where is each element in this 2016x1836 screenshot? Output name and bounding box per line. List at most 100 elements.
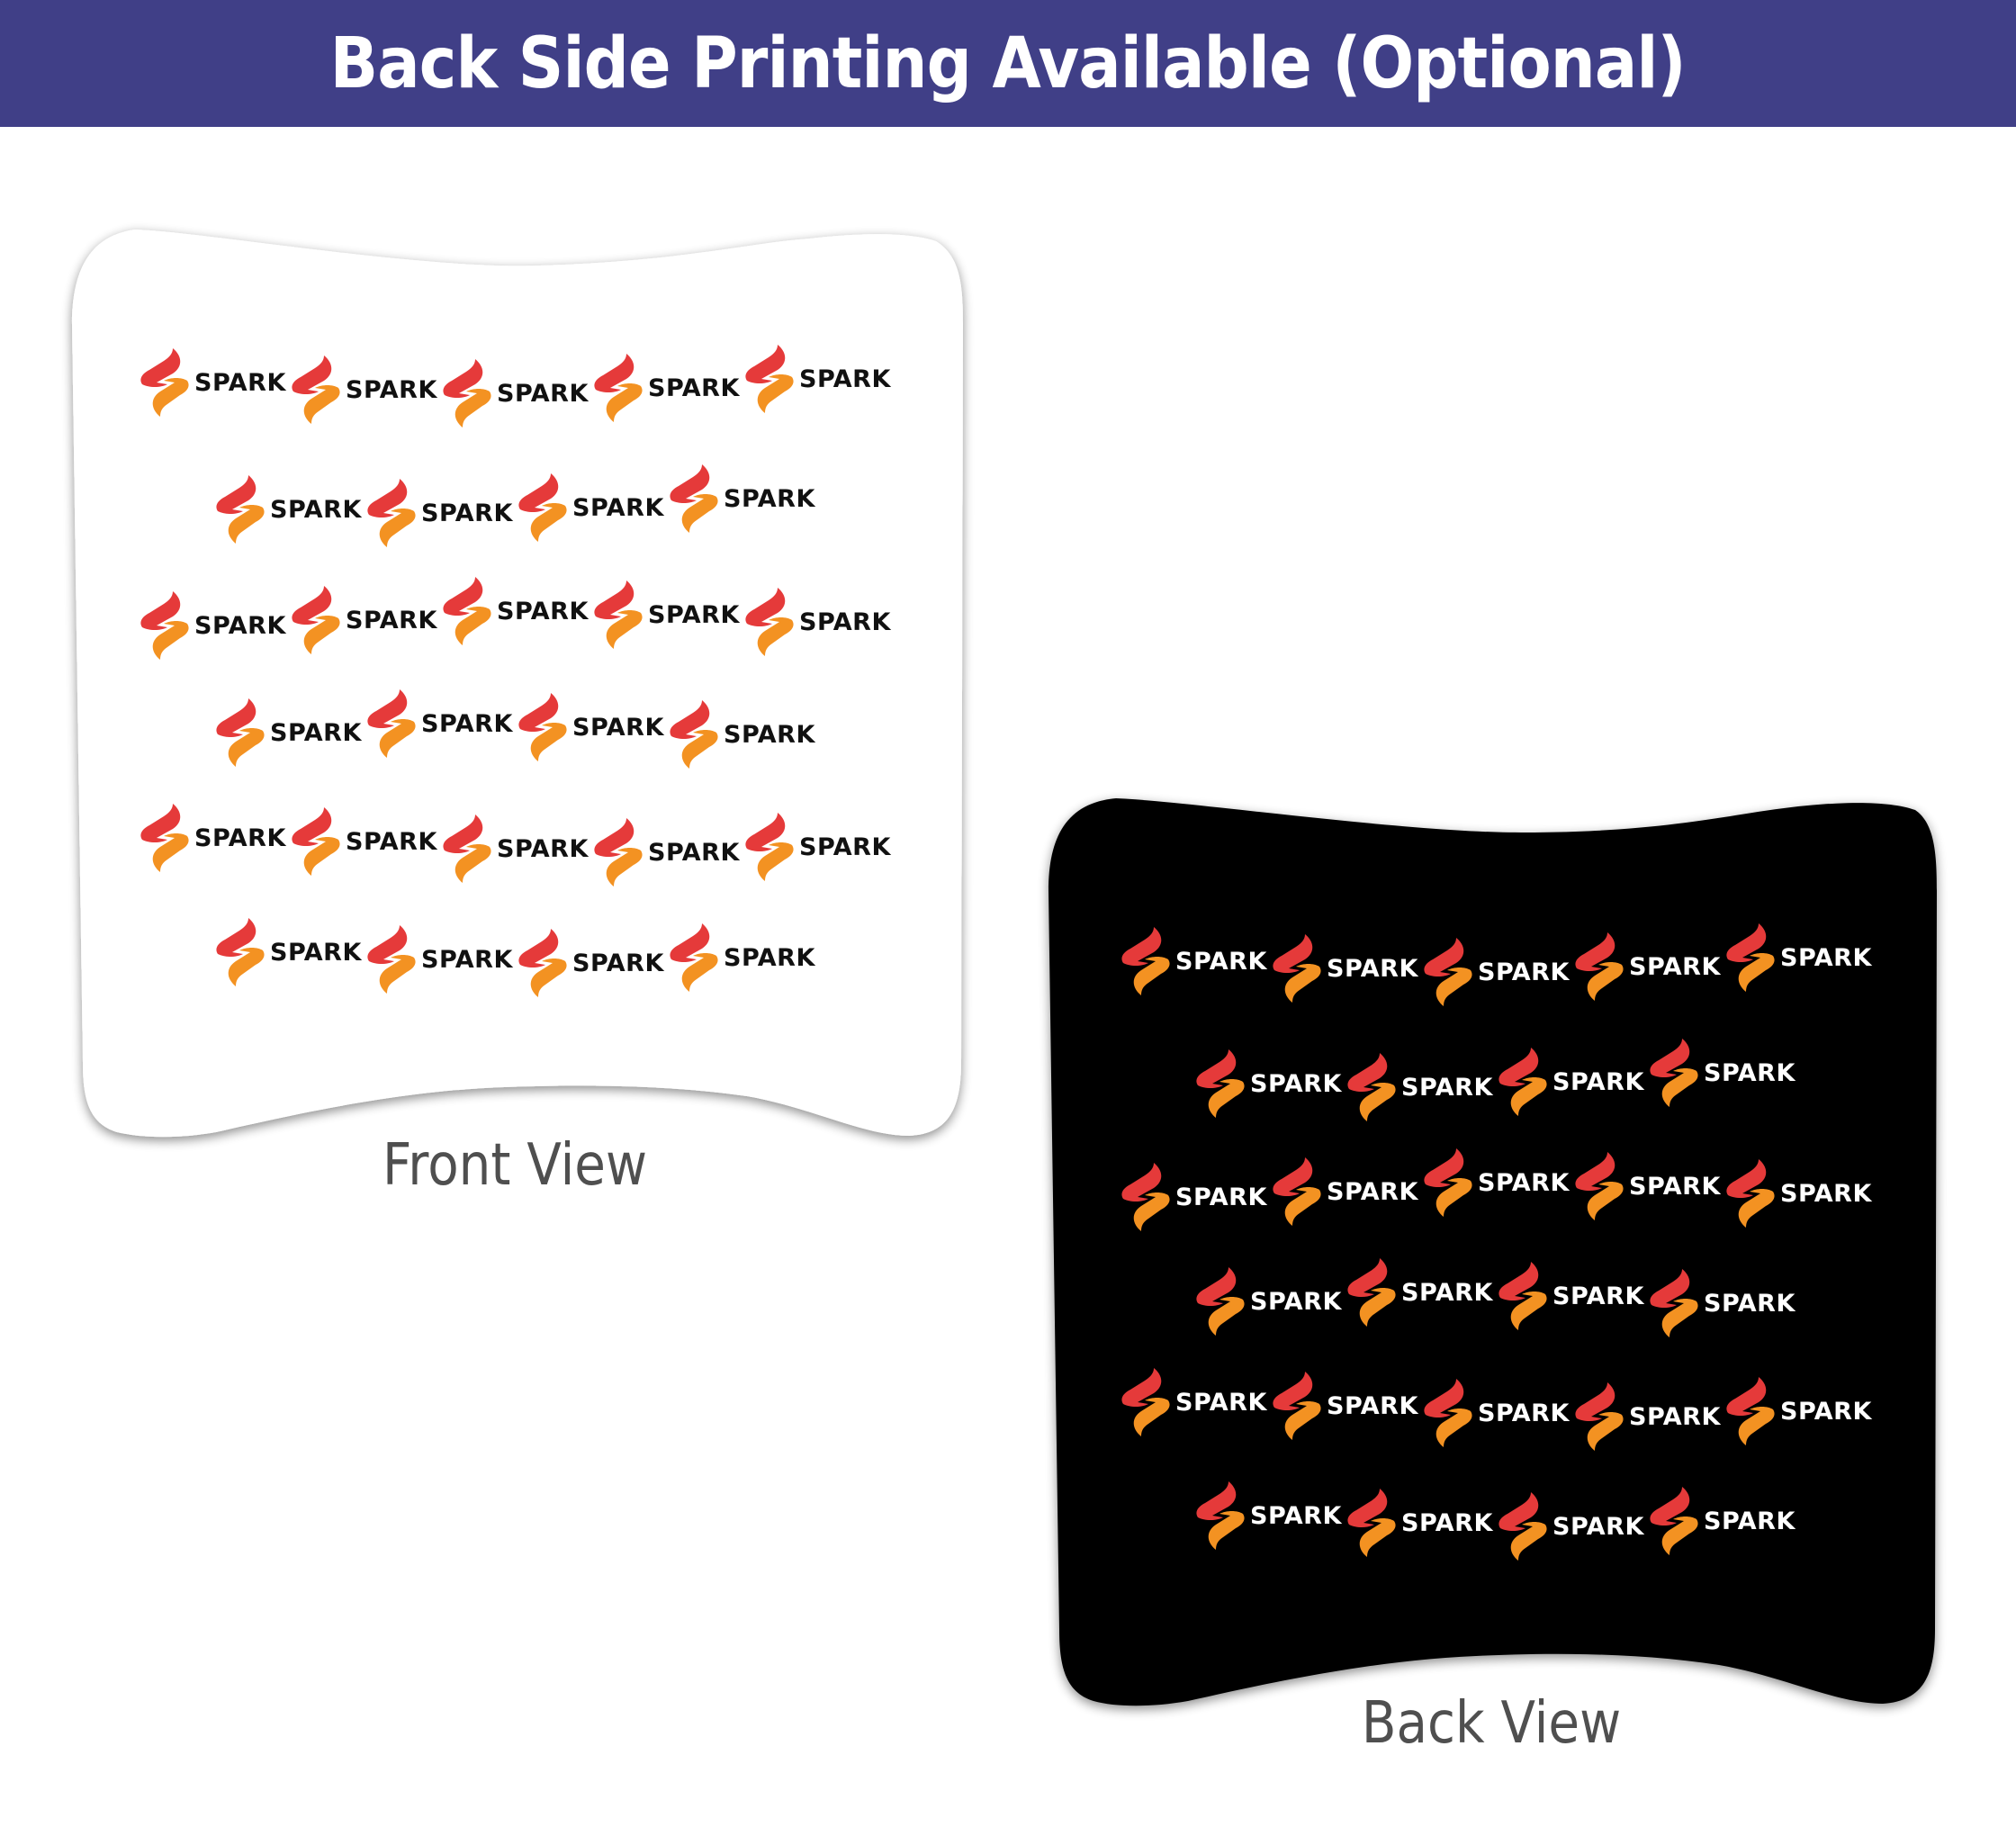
spark-logo: SPARK — [137, 590, 286, 662]
spark-logo: SPARK — [1344, 1256, 1493, 1328]
spark-logo: SPARK — [590, 579, 740, 651]
spark-wordmark: SPARK — [270, 495, 362, 524]
spark-logo: SPARK — [439, 575, 589, 647]
spark-flame-bolt-icon — [515, 472, 571, 544]
spark-wordmark: SPARK — [194, 824, 286, 852]
spark-wordmark: SPARK — [1704, 1507, 1796, 1535]
spark-flame-bolt-icon — [137, 802, 193, 874]
spark-wordmark: SPARK — [497, 379, 589, 408]
spark-logo: SPARK — [1344, 1051, 1493, 1123]
spark-logo: SPARK — [212, 697, 362, 769]
spark-flame-bolt-icon — [212, 697, 268, 769]
spark-logo: SPARK — [288, 806, 437, 878]
spark-logo: SPARK — [288, 354, 437, 426]
spark-logo: SPARK — [439, 813, 589, 885]
spark-logo: SPARK — [1495, 1046, 1644, 1118]
spark-logo: SPARK — [590, 352, 740, 424]
spark-flame-bolt-icon — [1495, 1046, 1551, 1118]
spark-logo: SPARK — [666, 922, 815, 994]
spark-logo: SPARK — [1269, 1156, 1418, 1228]
spark-flame-bolt-icon — [1646, 1485, 1702, 1557]
spark-flame-bolt-icon — [364, 923, 419, 995]
spark-wordmark: SPARK — [346, 827, 437, 856]
spark-flame-bolt-icon — [439, 575, 495, 647]
spark-logo: SPARK — [1269, 1370, 1418, 1442]
back-panel — [1048, 798, 1937, 1706]
spark-logo: SPARK — [1571, 1381, 1721, 1453]
spark-wordmark: SPARK — [1478, 1399, 1570, 1427]
spark-wordmark: SPARK — [1401, 1278, 1493, 1307]
spark-logo: SPARK — [1420, 1147, 1570, 1219]
spark-wordmark: SPARK — [270, 718, 362, 747]
spark-logo: SPARK — [288, 584, 437, 656]
spark-wordmark: SPARK — [724, 720, 815, 749]
spark-wordmark: SPARK — [648, 600, 740, 629]
spark-wordmark: SPARK — [194, 368, 286, 397]
spark-logo: SPARK — [212, 916, 362, 988]
spark-flame-bolt-icon — [288, 354, 344, 426]
spark-wordmark: SPARK — [1629, 952, 1721, 981]
spark-logo: SPARK — [1495, 1490, 1644, 1562]
spark-flame-bolt-icon — [1646, 1267, 1702, 1339]
spark-logo: SPARK — [742, 811, 891, 883]
banner-title: Back Side Printing Available (Optional) — [329, 22, 1687, 104]
spark-flame-bolt-icon — [1420, 936, 1476, 1008]
spark-wordmark: SPARK — [1401, 1508, 1493, 1537]
spark-logo: SPARK — [515, 691, 664, 763]
spark-logo: SPARK — [364, 923, 513, 995]
spark-flame-bolt-icon — [1344, 1256, 1400, 1328]
spark-flame-bolt-icon — [1192, 1265, 1248, 1337]
spark-logo: SPARK — [666, 463, 815, 535]
spark-flame-bolt-icon — [590, 579, 646, 651]
spark-flame-bolt-icon — [1723, 922, 1778, 994]
spark-flame-bolt-icon — [515, 691, 571, 763]
front-panel — [72, 230, 963, 1138]
spark-wordmark: SPARK — [497, 834, 589, 863]
spark-wordmark: SPARK — [270, 938, 362, 967]
spark-flame-bolt-icon — [590, 816, 646, 888]
spark-logo: SPARK — [1192, 1048, 1342, 1120]
spark-wordmark: SPARK — [1327, 1391, 1418, 1420]
spark-flame-bolt-icon — [212, 916, 268, 988]
spark-wordmark: SPARK — [1175, 947, 1267, 976]
spark-logo: SPARK — [515, 927, 664, 999]
spark-logo: SPARK — [212, 473, 362, 545]
spark-wordmark: SPARK — [1175, 1388, 1267, 1417]
spark-flame-bolt-icon — [515, 927, 571, 999]
spark-logo: SPARK — [1269, 932, 1418, 1004]
spark-wordmark: SPARK — [1552, 1282, 1644, 1310]
spark-wordmark: SPARK — [799, 608, 891, 636]
spark-wordmark: SPARK — [1780, 943, 1872, 972]
spark-wordmark: SPARK — [1401, 1073, 1493, 1102]
spark-wordmark: SPARK — [799, 832, 891, 861]
spark-flame-bolt-icon — [590, 352, 646, 424]
spark-wordmark: SPARK — [497, 597, 589, 626]
header-banner: Back Side Printing Available (Optional) — [0, 0, 2016, 127]
spark-flame-bolt-icon — [1192, 1048, 1248, 1120]
spark-flame-bolt-icon — [439, 357, 495, 429]
spark-flame-bolt-icon — [666, 698, 722, 770]
spark-logo: SPARK — [1723, 1157, 1872, 1229]
spark-logo: SPARK — [137, 802, 286, 874]
spark-flame-bolt-icon — [1118, 1161, 1174, 1233]
spark-wordmark: SPARK — [421, 945, 513, 974]
spark-flame-bolt-icon — [1495, 1490, 1551, 1562]
spark-wordmark: SPARK — [1704, 1058, 1796, 1087]
spark-flame-bolt-icon — [1646, 1037, 1702, 1109]
spark-flame-bolt-icon — [364, 688, 419, 760]
spark-wordmark: SPARK — [799, 364, 891, 393]
spark-flame-bolt-icon — [212, 473, 268, 545]
spark-flame-bolt-icon — [1269, 1156, 1325, 1228]
spark-logo: SPARK — [1571, 931, 1721, 1003]
spark-wordmark: SPARK — [1250, 1287, 1342, 1316]
spark-flame-bolt-icon — [1571, 1150, 1627, 1222]
spark-wordmark: SPARK — [346, 606, 437, 634]
spark-flame-bolt-icon — [1571, 931, 1627, 1003]
spark-wordmark: SPARK — [1250, 1069, 1342, 1098]
spark-wordmark: SPARK — [1478, 958, 1570, 986]
spark-logo: SPARK — [1344, 1487, 1493, 1559]
spark-flame-bolt-icon — [288, 584, 344, 656]
spark-logo: SPARK — [1646, 1267, 1796, 1339]
spark-logo: SPARK — [742, 586, 891, 658]
